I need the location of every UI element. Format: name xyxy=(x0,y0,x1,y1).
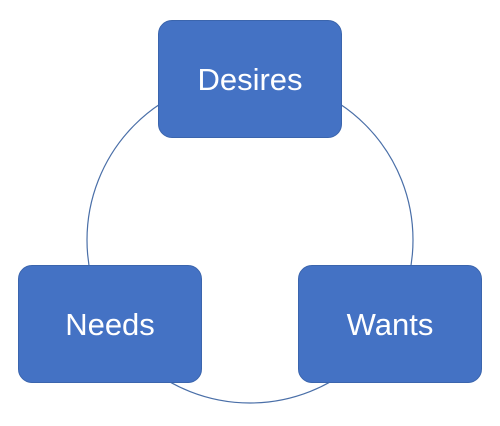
node-desires-label: Desires xyxy=(197,61,303,97)
node-wants-label: Wants xyxy=(346,306,434,342)
node-desires: Desires xyxy=(158,20,342,138)
node-needs-label: Needs xyxy=(65,306,155,342)
node-needs: Needs xyxy=(18,265,202,383)
node-wants: Wants xyxy=(298,265,482,383)
